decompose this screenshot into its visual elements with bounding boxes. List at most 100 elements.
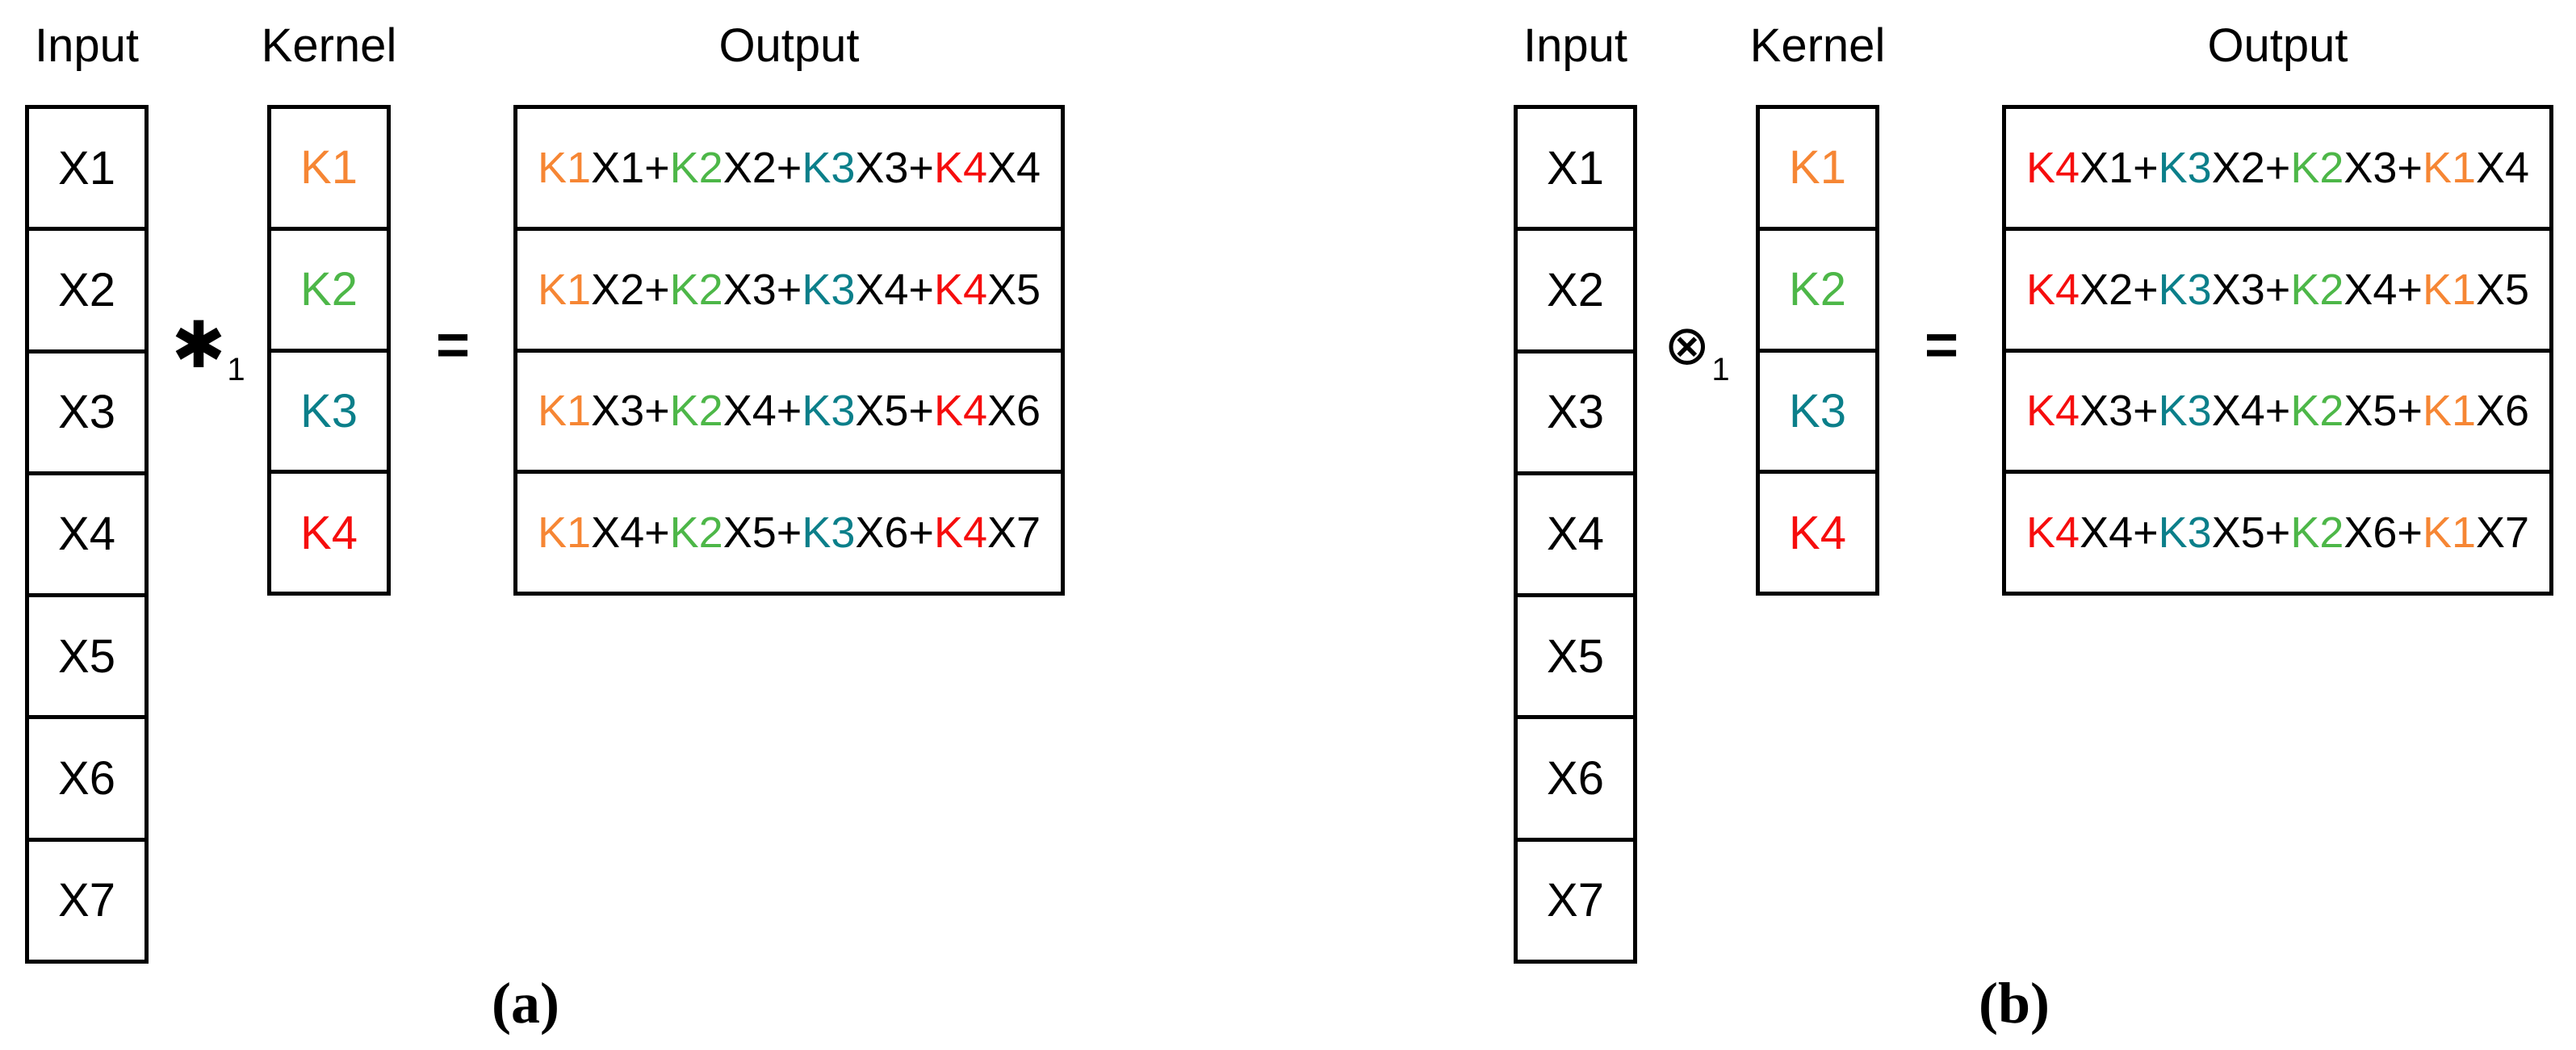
kernel-cell: K3	[1760, 348, 1875, 471]
input-cell: X7	[1518, 837, 1633, 960]
formula-token: X3+	[855, 143, 934, 192]
formula-token: X5	[987, 265, 1041, 314]
operator-subscript: 1	[1711, 352, 1730, 387]
input-cell: X3	[29, 349, 145, 471]
kernel-label: Kernel	[1749, 19, 1886, 72]
formula-token: X4	[2476, 143, 2530, 192]
formula-token: X2+	[723, 143, 802, 192]
formula-token: K3	[2158, 508, 2212, 558]
kernel-cell: K1	[271, 109, 387, 227]
formula-token: K3	[2158, 143, 2212, 192]
formula-token: X3+	[591, 387, 670, 436]
formula-token: K2	[2290, 508, 2344, 558]
formula-token: X6	[2476, 387, 2530, 436]
formula-token: K4	[300, 506, 358, 559]
formula-token: K3	[300, 384, 358, 437]
formula-token: K1	[2422, 265, 2477, 314]
formula-token: K4	[2026, 265, 2080, 314]
formula-token: X2+	[591, 265, 670, 314]
input-cell: X7	[29, 837, 145, 960]
formula-token: K1	[2422, 387, 2477, 436]
formula-token: K4	[2026, 143, 2080, 192]
output-label: Output	[718, 19, 860, 72]
formula-token: K3	[2158, 265, 2212, 314]
panel-caption: (b)	[1979, 971, 2050, 1035]
formula-token: X4+	[2080, 508, 2159, 558]
formula-token: X4+	[723, 387, 802, 436]
equals-sign: =	[435, 313, 471, 378]
formula-token: X3+	[2080, 387, 2159, 436]
formula-token: X3+	[2211, 265, 2291, 314]
formula-token: K3	[2158, 387, 2212, 436]
formula-token: K3	[802, 387, 856, 436]
formula-token: X3+	[2344, 143, 2423, 192]
formula-token: K3	[802, 265, 856, 314]
formula-token: K2	[669, 508, 723, 558]
formula-token: X7	[2476, 508, 2530, 558]
kernel-cell: K4	[1760, 470, 1875, 592]
formula-token: K1	[538, 143, 592, 192]
equals-sign: =	[1924, 313, 1959, 378]
heavy-asterisk-icon: ✱	[171, 309, 226, 381]
formula-token: X6+	[2344, 508, 2423, 558]
formula-token: K2	[669, 265, 723, 314]
circled-times-icon: ⊗	[1664, 315, 1711, 376]
formula-token: X5+	[2344, 387, 2423, 436]
formula-token: K2	[1789, 263, 1846, 316]
formula-token: K4	[933, 508, 988, 558]
input-cell: X5	[1518, 593, 1633, 715]
formula-token: K2	[2290, 387, 2344, 436]
formula-token: X3+	[723, 265, 802, 314]
input-cell: X5	[29, 593, 145, 715]
formula-token: K1	[2422, 143, 2477, 192]
circled-times-operator: ⊗ 1	[1644, 297, 1749, 394]
formula-token: K1	[538, 265, 592, 314]
formula-token: K2	[669, 143, 723, 192]
formula-token: K3	[802, 508, 856, 558]
formula-token: X6+	[855, 508, 934, 558]
kernel-cell: K4	[271, 470, 387, 592]
input-cell: X4	[29, 471, 145, 593]
formula-token: X4+	[591, 508, 670, 558]
input-cell: X2	[29, 227, 145, 349]
input-cell: X6	[1518, 715, 1633, 837]
formula-token: K4	[2026, 387, 2080, 436]
output-label: Output	[2207, 19, 2348, 72]
formula-token: K1	[538, 508, 592, 558]
formula-token: X2+	[2211, 143, 2291, 192]
formula-token: X2+	[2080, 265, 2159, 314]
formula-token: K2	[300, 263, 358, 316]
formula-token: X1+	[591, 143, 670, 192]
formula-token: K1	[538, 387, 592, 436]
formula-token: K1	[1789, 141, 1846, 195]
kernel-cell: K3	[271, 348, 387, 471]
input-cell: X3	[1518, 349, 1633, 471]
formula-token: K1	[2422, 508, 2477, 558]
input-cell: X4	[1518, 471, 1633, 593]
formula-token: X5+	[723, 508, 802, 558]
formula-token: X5+	[855, 387, 934, 436]
formula-token: K2	[669, 387, 723, 436]
convolution-operator: ✱ 1	[156, 297, 261, 394]
formula-token: X4+	[855, 265, 934, 314]
formula-token: X4+	[2344, 265, 2423, 314]
input-label: Input	[35, 19, 139, 72]
kernel-cell: K2	[271, 226, 387, 349]
formula-token: X6	[987, 387, 1041, 436]
formula-token: K4	[2026, 508, 2080, 558]
formula-token: X4	[987, 143, 1041, 192]
